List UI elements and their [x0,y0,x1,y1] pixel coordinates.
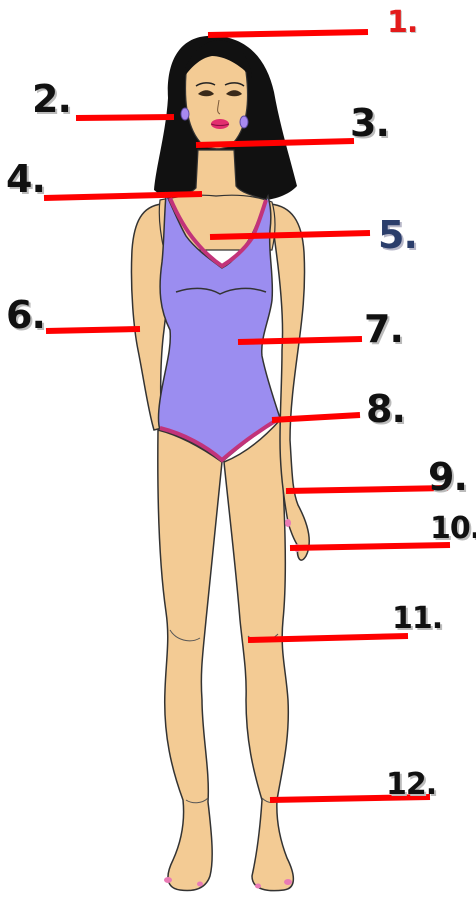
pointer-line-4 [44,194,202,198]
left-toenail [164,877,172,883]
label-7: 7. [364,310,403,348]
pointer-line-9 [286,488,448,491]
pointer-line-1 [208,32,368,35]
pointer-line-5 [210,233,370,237]
pointer-line-3 [196,141,354,145]
label-1: 1. [387,8,417,38]
right-toenail [255,884,261,889]
label-5: 5. [378,216,417,254]
pointer-line-7 [238,339,362,342]
label-3: 3. [350,104,389,142]
left-toenail-2 [197,882,203,887]
label-4: 4. [6,160,45,198]
label-12: 12. [386,770,436,800]
label-10: 10. [430,514,476,544]
label-8: 8. [366,390,405,428]
label-11: 11. [392,604,442,634]
label-9: 9. [428,458,467,496]
fingernails-2 [285,519,291,527]
left-earring [181,108,189,120]
right-toenail-2 [284,879,292,885]
lips [211,119,229,129]
pointer-line-2 [76,117,174,118]
right-earring [240,116,248,128]
label-2: 2. [32,80,71,118]
pointer-line-11 [248,636,408,640]
label-6: 6. [6,296,45,334]
left-leg [158,430,222,890]
pointer-line-10 [290,545,450,548]
pointer-line-6 [46,329,140,331]
